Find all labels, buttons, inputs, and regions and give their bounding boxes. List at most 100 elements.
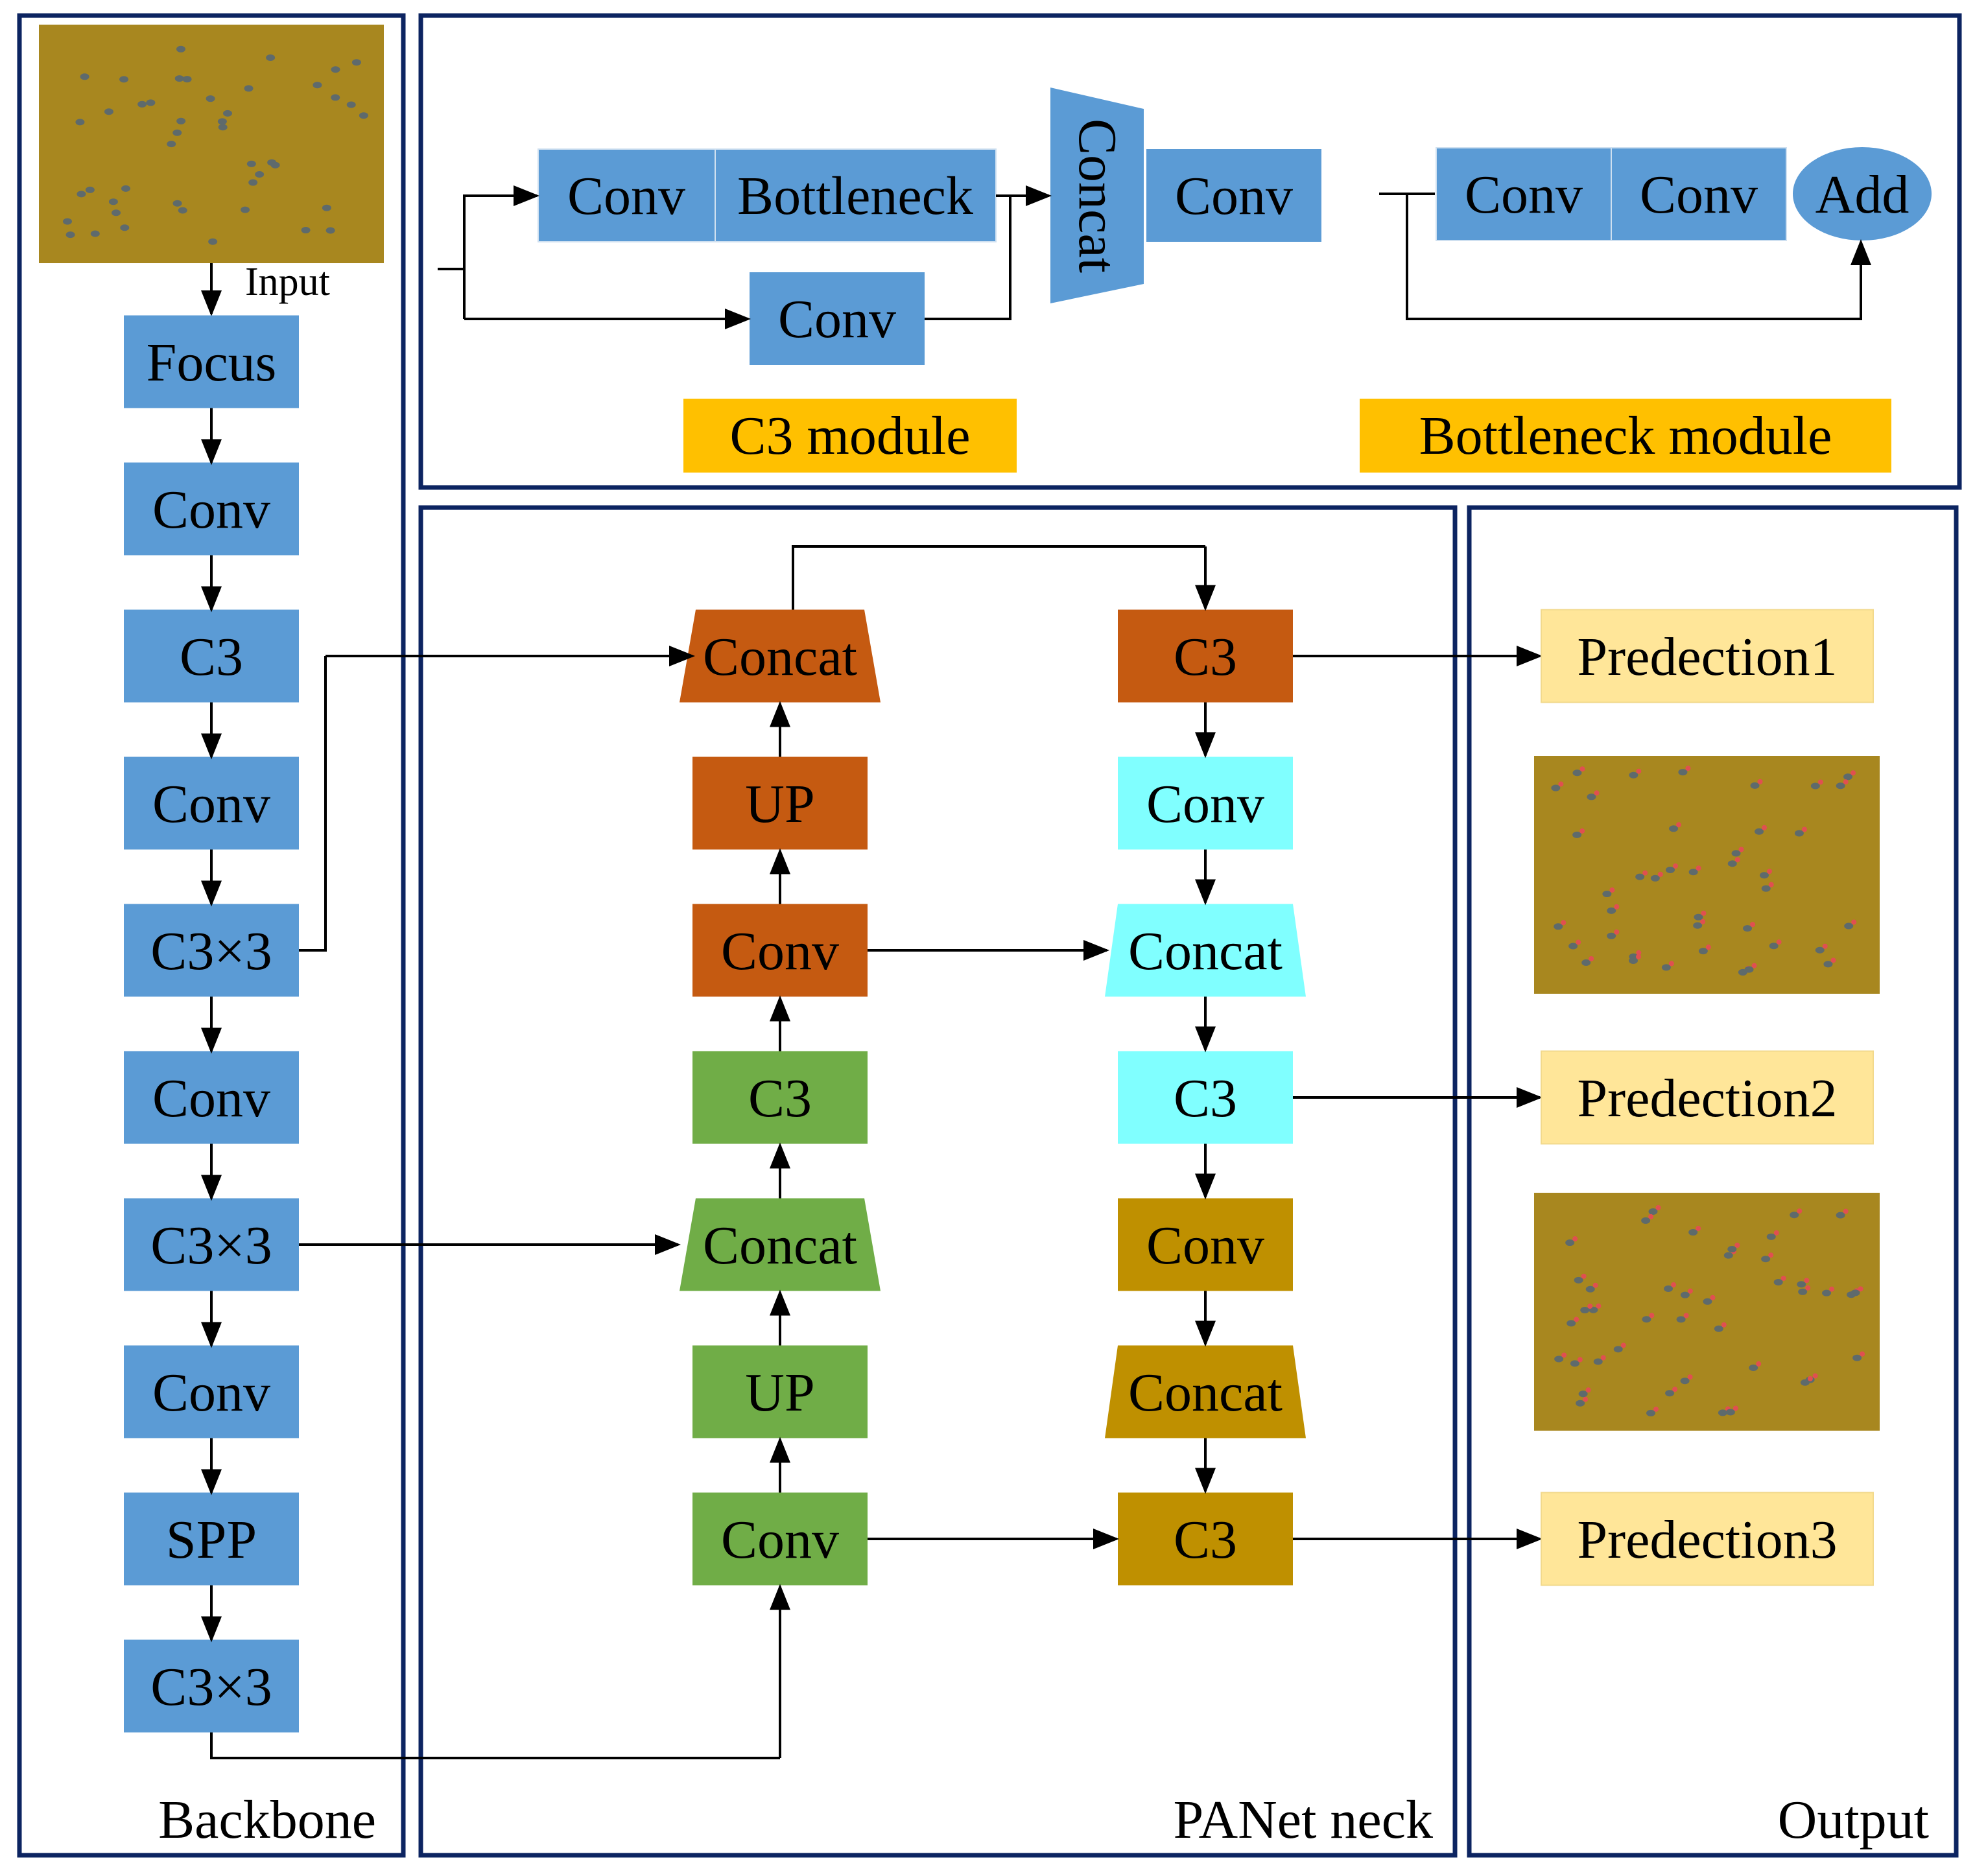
c3-bottleneck-box bbox=[715, 148, 997, 242]
c3-module-diagram: Conv Bottleneck Conv Concat Conv C3 modu… bbox=[438, 88, 1321, 473]
insect-speck bbox=[331, 66, 340, 73]
backbone-layer-8-label: Conv bbox=[152, 1363, 270, 1423]
insect-speck bbox=[241, 206, 250, 213]
insect-speck bbox=[1572, 831, 1582, 838]
backbone-layer-1-label: Focus bbox=[147, 333, 277, 393]
backbone-layer-9-label: SPP bbox=[166, 1510, 257, 1570]
detection-mark bbox=[1807, 1376, 1813, 1381]
detection-mark bbox=[1687, 1374, 1693, 1380]
detection-mark bbox=[1596, 1303, 1602, 1309]
detection-mark bbox=[1830, 957, 1836, 963]
detection-mark bbox=[1636, 768, 1642, 774]
bb-to-neck-link-1 bbox=[299, 656, 327, 952]
detection-mark bbox=[1812, 1373, 1818, 1379]
output-section-label: Output bbox=[1778, 1790, 1929, 1850]
bn-conv2-label: Conv bbox=[1640, 165, 1758, 225]
detection-mark bbox=[1636, 950, 1642, 956]
insect-speck bbox=[1650, 874, 1660, 882]
bn-conv1-label: Conv bbox=[1465, 165, 1583, 225]
neck-left-3-box bbox=[692, 904, 868, 997]
neck-left-5-label: Concat bbox=[703, 1215, 857, 1276]
detection-mark bbox=[1696, 1226, 1701, 1232]
insect-speck bbox=[346, 101, 356, 108]
backbone-layer-3-label: C3 bbox=[180, 627, 243, 687]
insect-speck bbox=[176, 117, 186, 124]
insect-speck bbox=[1648, 1208, 1658, 1215]
detection-mark bbox=[1701, 910, 1707, 916]
detection-mark bbox=[1738, 847, 1744, 852]
insect-speck bbox=[1731, 850, 1741, 857]
detection-mark bbox=[1843, 1208, 1849, 1214]
detection-mark bbox=[1585, 1387, 1591, 1393]
input-photo bbox=[39, 25, 384, 263]
c3-conv-bottom-label: Conv bbox=[778, 289, 896, 349]
c3-conv-out-box bbox=[1146, 149, 1321, 242]
insect-speck bbox=[1822, 1289, 1832, 1296]
c3-bottleneck-label: Bottleneck bbox=[737, 166, 973, 226]
output-photo-2 bbox=[1534, 1193, 1880, 1431]
insect-speck bbox=[1669, 825, 1679, 832]
insect-speck bbox=[1574, 1276, 1583, 1284]
detection-mark bbox=[1581, 1273, 1587, 1279]
neck-nodes: ConcatUPConvC3ConcatUPConvC3ConvConcatC3… bbox=[680, 609, 1306, 1586]
insect-speck bbox=[1688, 869, 1698, 876]
insect-speck bbox=[108, 198, 118, 205]
detection-mark bbox=[1676, 822, 1682, 828]
detection-mark bbox=[1683, 1313, 1689, 1319]
prediction-3-box bbox=[1541, 1492, 1874, 1586]
insect-speck bbox=[1554, 923, 1563, 930]
detection-mark bbox=[1668, 961, 1674, 967]
neck-right-4-box bbox=[1118, 1051, 1293, 1144]
insect-speck bbox=[1629, 771, 1638, 779]
insect-speck bbox=[1570, 1360, 1579, 1367]
insect-speck bbox=[1698, 948, 1708, 955]
neck-left-3-label: Conv bbox=[721, 921, 839, 981]
detection-mark bbox=[1751, 963, 1757, 968]
detection-mark bbox=[1734, 857, 1740, 863]
detection-mark bbox=[1817, 779, 1823, 785]
detection-mark bbox=[1797, 1208, 1803, 1214]
detection-mark bbox=[1587, 1304, 1593, 1309]
insect-speck bbox=[351, 59, 361, 66]
neck-left-5-shape bbox=[680, 1198, 881, 1291]
detection-mark bbox=[1600, 1355, 1606, 1361]
insect-speck bbox=[1593, 1358, 1603, 1365]
neck-right-5-box bbox=[1118, 1198, 1293, 1291]
insect-speck bbox=[1680, 1378, 1690, 1385]
detection-mark bbox=[1673, 863, 1679, 869]
insect-speck bbox=[1551, 784, 1561, 791]
bottleneck-module-title: Bottleneck module bbox=[1419, 406, 1832, 466]
neck-frame bbox=[418, 505, 1458, 1858]
bn-conv1-box bbox=[1436, 147, 1612, 241]
detection-mark bbox=[1700, 919, 1706, 924]
detection-mark bbox=[1657, 871, 1663, 877]
detection-mark bbox=[1579, 766, 1585, 772]
detection-mark bbox=[1583, 1396, 1589, 1402]
bn-add-label: Add bbox=[1815, 165, 1910, 225]
backbone-layer-2-label: Conv bbox=[152, 480, 270, 540]
bn-add-ellipse bbox=[1793, 147, 1932, 240]
insect-speck bbox=[313, 82, 322, 89]
c3-module-title: C3 module bbox=[730, 406, 971, 466]
detection-mark bbox=[1768, 882, 1774, 887]
detection-mark bbox=[1609, 887, 1615, 893]
insect-speck bbox=[1725, 1409, 1735, 1416]
detection-mark bbox=[1561, 920, 1567, 926]
insect-speck bbox=[174, 75, 184, 82]
insect-speck bbox=[331, 94, 340, 101]
insect-speck bbox=[1852, 1354, 1862, 1361]
c3-conv-bottom-box bbox=[750, 272, 925, 365]
backbone-section-label: Backbone bbox=[158, 1790, 376, 1850]
insect-speck bbox=[1766, 1233, 1776, 1240]
insect-speck bbox=[1800, 1379, 1810, 1386]
insect-speck bbox=[266, 54, 276, 62]
insect-speck bbox=[1844, 922, 1854, 930]
insect-speck bbox=[322, 204, 331, 211]
insect-speck bbox=[1688, 1229, 1698, 1236]
c3-concat-shape bbox=[1050, 88, 1144, 303]
detection-mark bbox=[1780, 1275, 1786, 1281]
insect-speck bbox=[244, 85, 254, 92]
detection-mark bbox=[1636, 954, 1642, 959]
insect-speck bbox=[1761, 1256, 1771, 1263]
